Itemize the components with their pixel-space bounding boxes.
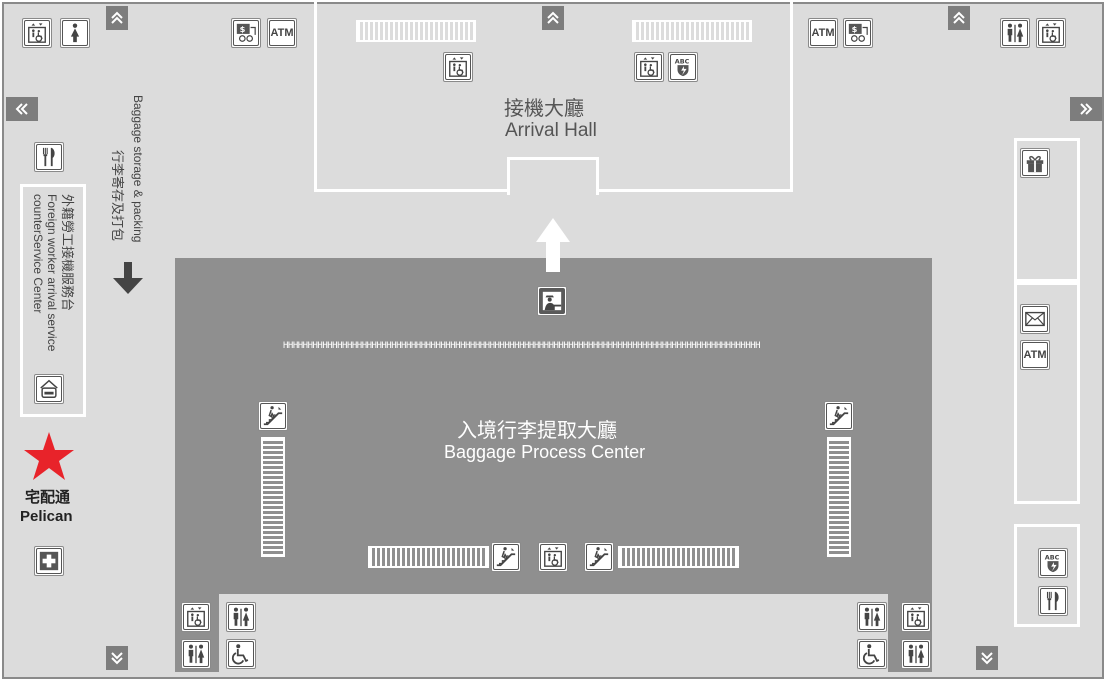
foreign-worker-center-label-en2: counterService Center xyxy=(31,194,45,314)
elevator-accessible-icon[interactable] xyxy=(443,52,473,82)
right-shop-box-top xyxy=(1014,138,1080,282)
lost-found-icon[interactable] xyxy=(668,52,698,82)
arrival-hall-title-cn: 接機大廳 xyxy=(504,96,584,120)
exit-down-icon[interactable] xyxy=(976,646,998,670)
exit-right-icon[interactable] xyxy=(1070,97,1102,121)
home-delivery-icon[interactable] xyxy=(34,374,64,404)
pelican-label-cn: 宅配通 xyxy=(25,488,71,506)
arrival-hall-notch xyxy=(507,157,599,195)
pelican-label-en: Pelican xyxy=(20,508,73,525)
first-aid-icon[interactable] xyxy=(34,546,64,576)
escalator-up-icon[interactable] xyxy=(491,542,521,572)
escalator-up-icon[interactable] xyxy=(824,401,854,431)
restroom-icon[interactable] xyxy=(181,639,211,669)
restroom-icon[interactable] xyxy=(226,602,256,632)
elevator-accessible-icon[interactable] xyxy=(538,542,568,572)
atm-label: ATM xyxy=(270,27,294,39)
exit-up-icon[interactable] xyxy=(106,6,128,30)
right-shop-box-bottom xyxy=(1014,524,1080,627)
baggage-belt-bottom-left xyxy=(368,546,489,568)
lost-found-icon[interactable] xyxy=(1038,548,1068,578)
baggage-storage-label-en: Baggage storage & packing xyxy=(131,95,145,243)
arrival-gate-right xyxy=(632,20,752,42)
arrival-hall-title-en: Arrival Hall xyxy=(505,120,597,141)
baggage-center-title-en: Baggage Process Center xyxy=(444,442,646,462)
wheelchair-icon[interactable] xyxy=(857,639,887,669)
elevator-accessible-icon[interactable] xyxy=(634,52,664,82)
elevator-accessible-icon[interactable] xyxy=(181,602,211,632)
baggage-center-title-cn: 入境行李提取大廳 xyxy=(457,418,617,442)
pelican-star-icon xyxy=(24,432,74,480)
foreign-worker-center-box xyxy=(20,184,86,417)
customs-gate-row: HHHHHHHHHHHHHHHHHHHHHHHHHHHHHHHHHHHHHHHH… xyxy=(283,341,761,351)
restroom-icon[interactable] xyxy=(1000,18,1030,48)
exit-left-icon[interactable] xyxy=(6,97,38,121)
escalator-up-icon[interactable] xyxy=(584,542,614,572)
gift-shop-icon[interactable] xyxy=(1020,148,1050,178)
restroom-icon[interactable] xyxy=(857,602,887,632)
exit-up-icon[interactable] xyxy=(948,6,970,30)
elevator-accessible-icon[interactable] xyxy=(901,602,931,632)
atm-icon[interactable]: ATM xyxy=(267,18,297,48)
restaurant-icon[interactable] xyxy=(34,142,64,172)
escalator-up-icon[interactable] xyxy=(258,401,288,431)
arrival-gate-left xyxy=(356,20,476,42)
exit-down-icon[interactable] xyxy=(106,646,128,670)
restaurant-icon[interactable] xyxy=(1038,586,1068,616)
baggage-storage-label-cn: 行李寄存及打包 xyxy=(109,150,124,242)
right-shop-box-middle xyxy=(1014,282,1080,504)
foreign-worker-center-label-cn: 外籍勞工接機服務台 xyxy=(59,194,74,312)
foreign-worker-center-label-en1: Foreign worker arrival service xyxy=(45,194,59,352)
exit-up-icon[interactable] xyxy=(542,6,564,30)
currency-exchange-icon[interactable] xyxy=(231,18,261,48)
atm-label: ATM xyxy=(1023,349,1047,361)
baggage-belt-right xyxy=(827,437,851,557)
elevator-accessible-icon[interactable] xyxy=(22,18,52,48)
baggage-belt-left xyxy=(261,437,285,557)
wheelchair-icon[interactable] xyxy=(226,639,256,669)
customs-officer-icon[interactable] xyxy=(537,286,567,316)
atm-icon[interactable]: ATM xyxy=(808,18,838,48)
mail-icon[interactable] xyxy=(1020,304,1050,334)
baggage-belt-bottom-right xyxy=(618,546,739,568)
exit-arrow-up-icon xyxy=(536,218,570,272)
restroom-female-icon[interactable] xyxy=(60,18,90,48)
restroom-icon[interactable] xyxy=(901,639,931,669)
arrow-down-icon xyxy=(113,262,143,294)
currency-exchange-icon[interactable] xyxy=(843,18,873,48)
atm-icon[interactable]: ATM xyxy=(1020,340,1050,370)
elevator-accessible-icon[interactable] xyxy=(1036,18,1066,48)
atm-label: ATM xyxy=(811,27,835,39)
